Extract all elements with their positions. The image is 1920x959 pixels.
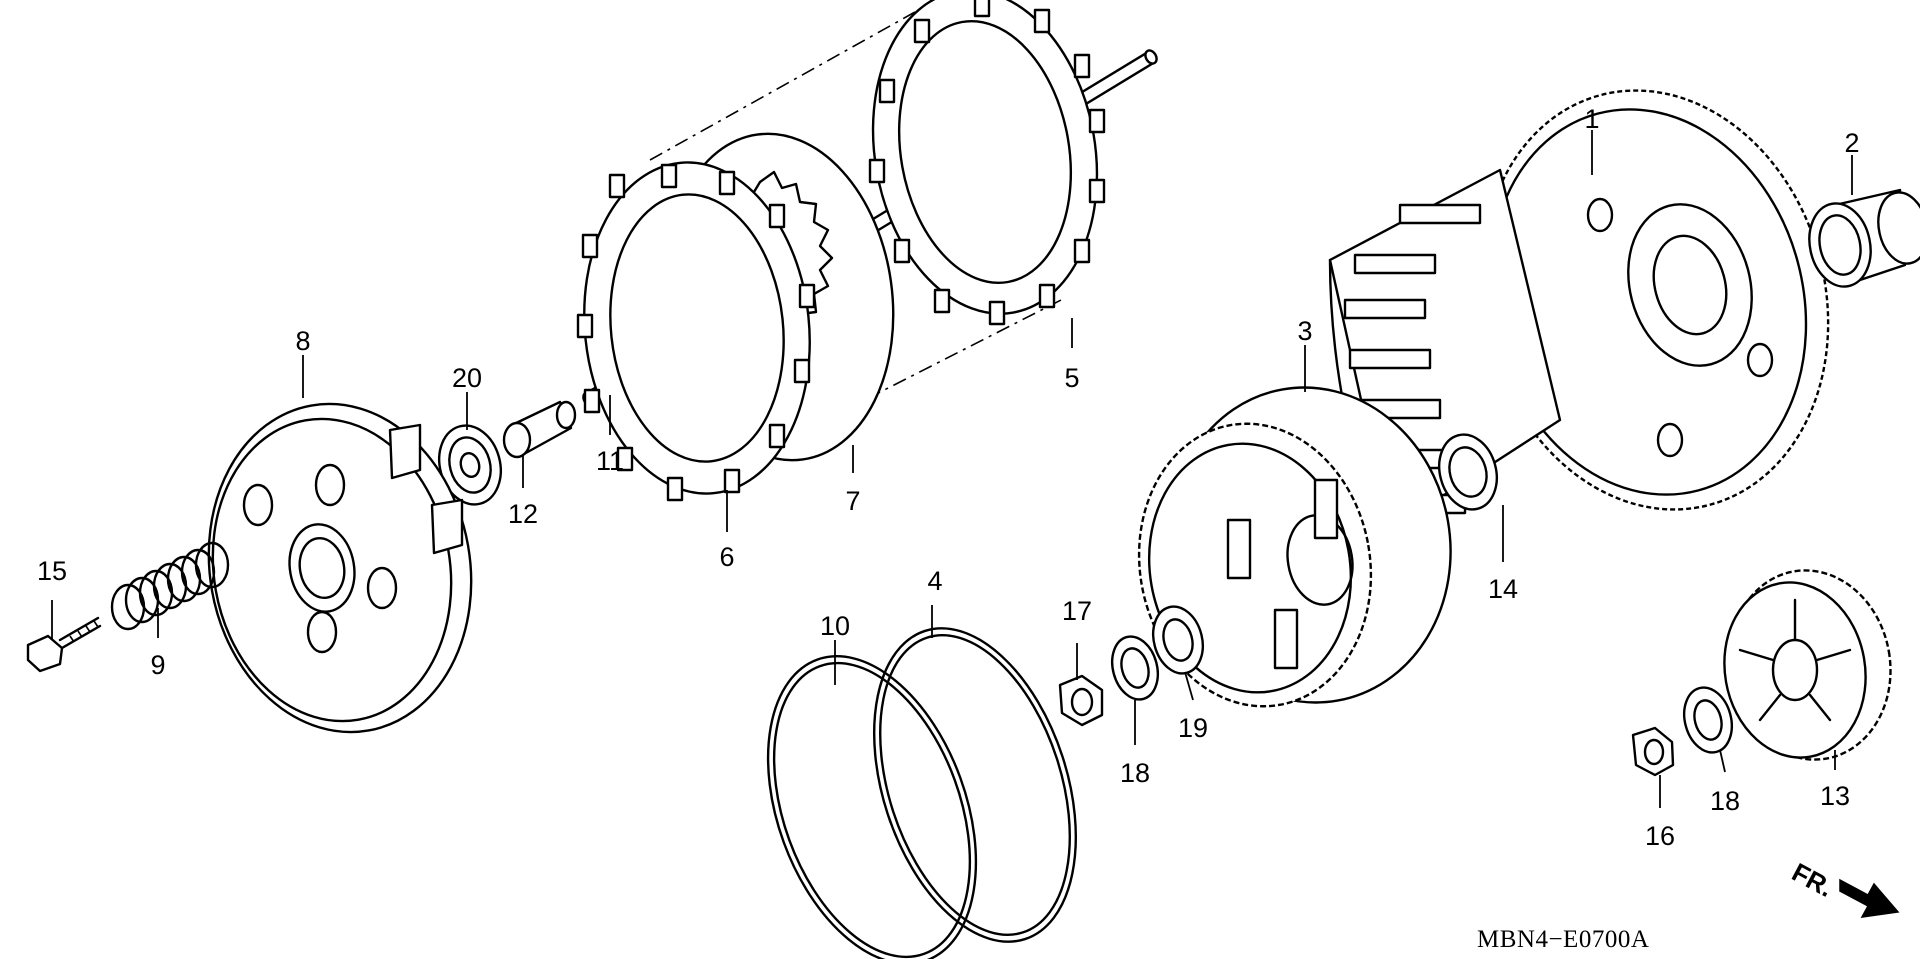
callout-18-center: 18 (1120, 758, 1150, 788)
friction-disc-rear (868, 0, 1106, 326)
callout-15: 15 (37, 556, 67, 586)
primary-drive-gear (1723, 569, 1892, 761)
thrust-washer (1438, 433, 1498, 511)
spring-bolt (26, 616, 102, 673)
callout-7: 7 (845, 486, 860, 516)
o-ring-10 (766, 655, 978, 959)
friction-disc-front (576, 161, 816, 502)
lifter-piece (502, 400, 577, 459)
washer-center-18 (1110, 635, 1160, 701)
callout-9: 9 (150, 650, 165, 680)
callout-8: 8 (295, 326, 310, 356)
callout-1: 1 (1584, 104, 1599, 134)
callout-10: 10 (820, 611, 850, 641)
o-ring-4 (872, 627, 1078, 943)
callout-16: 16 (1645, 821, 1675, 851)
pressure-plate (207, 402, 473, 734)
callout-14: 14 (1488, 574, 1518, 604)
lock-nut (1058, 674, 1104, 727)
leader-lines (51, 130, 1853, 808)
callout-12: 12 (508, 499, 538, 529)
gear-nut (1631, 726, 1675, 777)
washer-19 (1152, 605, 1204, 675)
callout-20: 20 (452, 363, 482, 393)
callout-3: 3 (1297, 316, 1312, 346)
front-label: FR. (1787, 857, 1838, 903)
front-indicator: FR. (1787, 857, 1900, 918)
callout-11: 11 (596, 446, 624, 476)
callout-5: 5 (1064, 363, 1079, 393)
callout-18-right: 18 (1710, 786, 1740, 816)
callout-17: 17 (1062, 596, 1092, 626)
washer-right (1682, 686, 1734, 754)
callout-19: 19 (1178, 713, 1208, 743)
clutch-spring (110, 541, 230, 631)
callout-13: 13 (1820, 781, 1850, 811)
callout-2: 2 (1844, 128, 1859, 158)
callout-4: 4 (927, 566, 942, 596)
callout-6: 6 (719, 542, 734, 572)
front-arrow-icon (1839, 878, 1900, 918)
diagram-code: MBN4−E0700A (1477, 926, 1649, 953)
callout-labels: 1 2 3 4 5 6 7 8 9 10 11 12 13 14 15 16 1… (37, 104, 1860, 851)
housing-bushing (1808, 188, 1920, 288)
